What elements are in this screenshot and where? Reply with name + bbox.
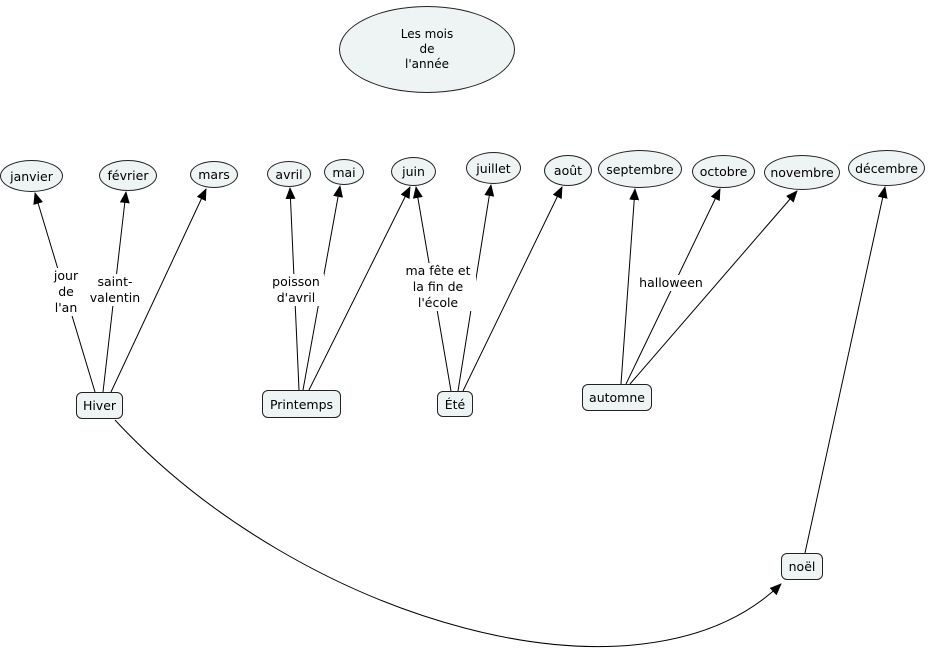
month-octobre: octobre xyxy=(692,155,755,188)
season-automne: automne xyxy=(582,384,652,411)
month-mars-label: mars xyxy=(198,167,230,182)
season-automne-label: automne xyxy=(589,390,645,405)
link-noel-decembre xyxy=(804,186,888,554)
month-septembre-label: septembre xyxy=(606,161,674,177)
month-mai: mai xyxy=(324,159,364,185)
month-mars: mars xyxy=(190,161,238,188)
season-printemps-label: Printemps xyxy=(269,396,334,412)
month-novembre-label: novembre xyxy=(770,165,834,180)
month-avril-label: avril xyxy=(275,166,303,182)
season-hiver: Hiver xyxy=(76,392,123,419)
title-node: Les mois de l'année xyxy=(339,6,515,93)
month-juillet-label: juillet xyxy=(476,160,511,176)
month-janvier-label: janvier xyxy=(10,168,53,184)
label-saint-valentin: saint-valentin xyxy=(88,274,142,306)
title-text: Les mois de l'année xyxy=(400,27,454,71)
label-halloween: halloween xyxy=(638,275,704,291)
month-juillet: juillet xyxy=(466,152,521,184)
event-noel-label: noël xyxy=(788,559,816,574)
season-hiver-label: Hiver xyxy=(82,398,117,413)
month-mai-label: mai xyxy=(332,164,356,180)
month-novembre: novembre xyxy=(764,155,840,190)
month-septembre: septembre xyxy=(598,150,682,188)
link-hiver-mars xyxy=(110,188,207,393)
month-fevrier-label: février xyxy=(107,168,149,183)
month-fevrier: février xyxy=(99,160,157,191)
month-juin: juin xyxy=(391,157,436,186)
link-hiver-noel xyxy=(114,419,782,647)
link-automne-septembre xyxy=(620,188,640,385)
month-avril: avril xyxy=(267,161,311,187)
link-automne-novembre xyxy=(629,190,798,385)
label-poisson-davril: poisson d'avril xyxy=(268,274,324,306)
month-octobre-label: octobre xyxy=(699,164,748,179)
season-printemps: Printemps xyxy=(262,390,341,418)
event-noel: noël xyxy=(781,553,823,580)
month-decembre-label: décembre xyxy=(855,160,918,176)
label-jour-de-lan: jour de l'an xyxy=(50,268,82,316)
month-aout: août xyxy=(544,155,592,186)
month-decembre: décembre xyxy=(848,150,925,186)
season-ete-label: Été xyxy=(444,396,466,412)
link-printemps-juin xyxy=(308,186,411,391)
month-juin-label: juin xyxy=(402,164,425,179)
link-ete-aout xyxy=(462,186,563,392)
month-janvier: janvier xyxy=(0,160,63,192)
month-aout-label: août xyxy=(553,163,583,178)
label-ma-fete: ma fête et la fin de l'école xyxy=(400,263,476,311)
season-ete: Été xyxy=(437,391,473,417)
